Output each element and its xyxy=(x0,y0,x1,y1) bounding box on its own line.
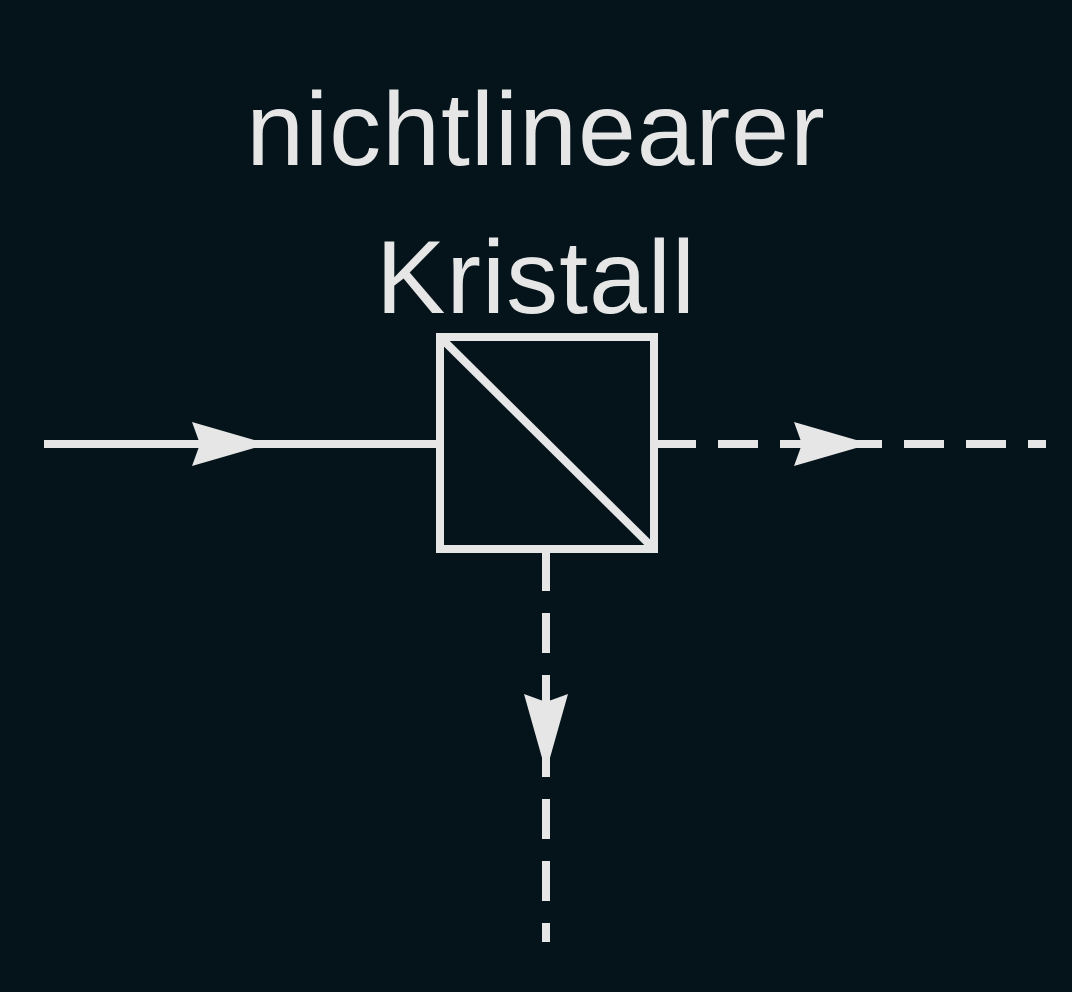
crystal-label: nichtlinearer Kristall xyxy=(0,56,1072,352)
crystal-diagonal xyxy=(437,334,657,552)
label-line-1: nichtlinearer xyxy=(246,72,826,188)
crystal-box xyxy=(436,333,658,553)
label-line-2: Kristall xyxy=(375,220,697,336)
input-beam-arrowhead xyxy=(192,422,268,466)
output-beam-down-arrowhead xyxy=(524,694,568,772)
output-beam-right-arrowhead xyxy=(794,422,870,466)
beam-splitter-cube-icon xyxy=(436,333,658,553)
